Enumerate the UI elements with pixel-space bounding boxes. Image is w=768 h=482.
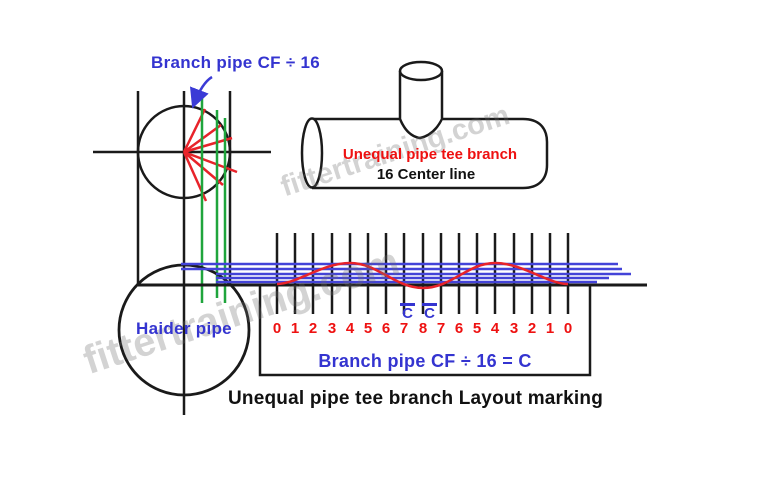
branch-stub-outline: [398, 71, 444, 140]
construction-lines: [93, 91, 271, 415]
marking-number: 5: [472, 320, 482, 337]
marking-number: 6: [381, 320, 391, 337]
formula-label: Branch pipe CF ÷ 16 = C: [318, 351, 532, 371]
marking-number: 7: [399, 320, 409, 337]
marking-number: 2: [308, 320, 318, 337]
red-contour-curve: [276, 261, 569, 290]
marking-number: 4: [345, 320, 355, 337]
marking-number: 2: [527, 320, 537, 337]
marking-number: 4: [490, 320, 500, 337]
haider-pipe-label: Haider pipe: [136, 319, 232, 338]
marking-number: 3: [327, 320, 337, 337]
c-distance-mark: C: [400, 303, 415, 321]
marking-number: 0: [272, 320, 282, 337]
tee-title-label: Unequal pipe tee branch: [342, 146, 518, 163]
marking-number: 1: [545, 320, 555, 337]
tee-pipe-drawing: [300, 60, 549, 190]
tee-centerline-label: 16 Center line: [376, 166, 476, 183]
main-pipe-end-ellipse: [300, 117, 324, 189]
marking-number: 1: [290, 320, 300, 337]
marking-box: [258, 283, 592, 377]
pointer-arrow-icon: [189, 75, 213, 109]
layout-marking-section: [117, 233, 647, 397]
marking-number: 5: [363, 320, 373, 337]
main-pipe-fill: [312, 119, 547, 188]
main-pipe-outline: [312, 117, 549, 190]
marking-number: 7: [436, 320, 446, 337]
marking-number: 3: [509, 320, 519, 337]
c-distance-mark: C: [422, 303, 437, 321]
marking-number: 0: [563, 320, 573, 337]
marking-number: 8: [418, 320, 428, 337]
blue-level-lines: [181, 262, 631, 284]
branch-profile-circle: [136, 104, 232, 200]
marking-number: 6: [454, 320, 464, 337]
diagram-caption: Unequal pipe tee branch Layout marking: [228, 388, 604, 409]
branch-stub-fill: [400, 62, 442, 138]
branch-pipe-cf-label: Branch pipe CF ÷ 16: [151, 53, 321, 72]
branch-stub-top-ellipse: [398, 60, 444, 82]
